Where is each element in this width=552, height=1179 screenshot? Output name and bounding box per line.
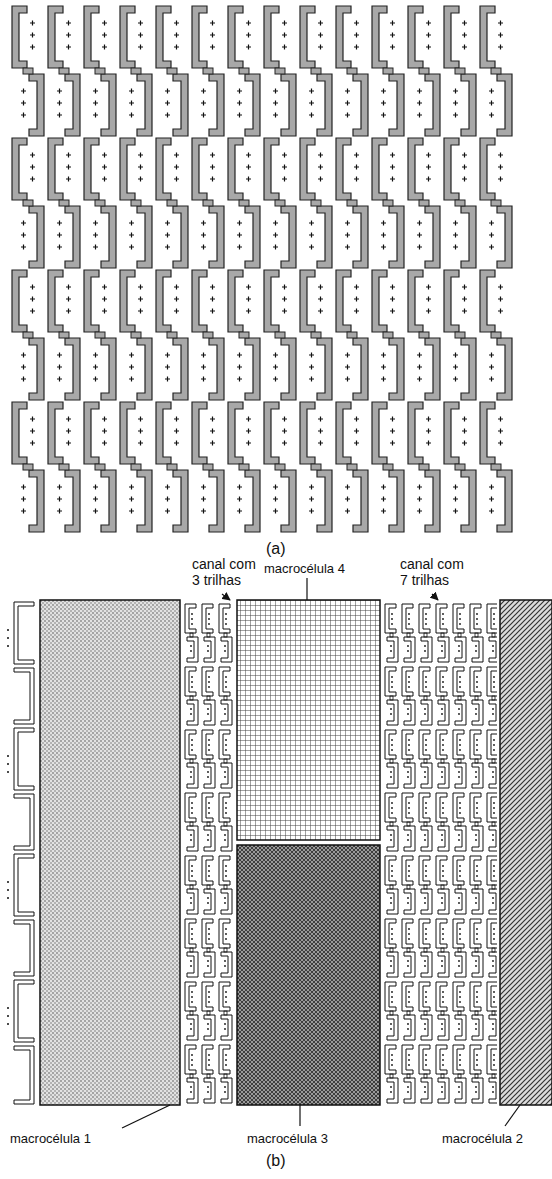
macrocell-label: macrocélula 1 [8,1132,93,1147]
macrocell-label: macrocélula 3 [245,1132,330,1147]
channel-label: canal com 3 trilhas [190,556,260,588]
figure-label: (a) [264,540,288,558]
figure-label: (b) [264,1152,288,1170]
macrocell-label: macrocélula 2 [440,1132,525,1147]
macrocell-label: macrocélula 4 [262,562,347,577]
channel-label: canal com 7 trilhas [398,556,468,588]
